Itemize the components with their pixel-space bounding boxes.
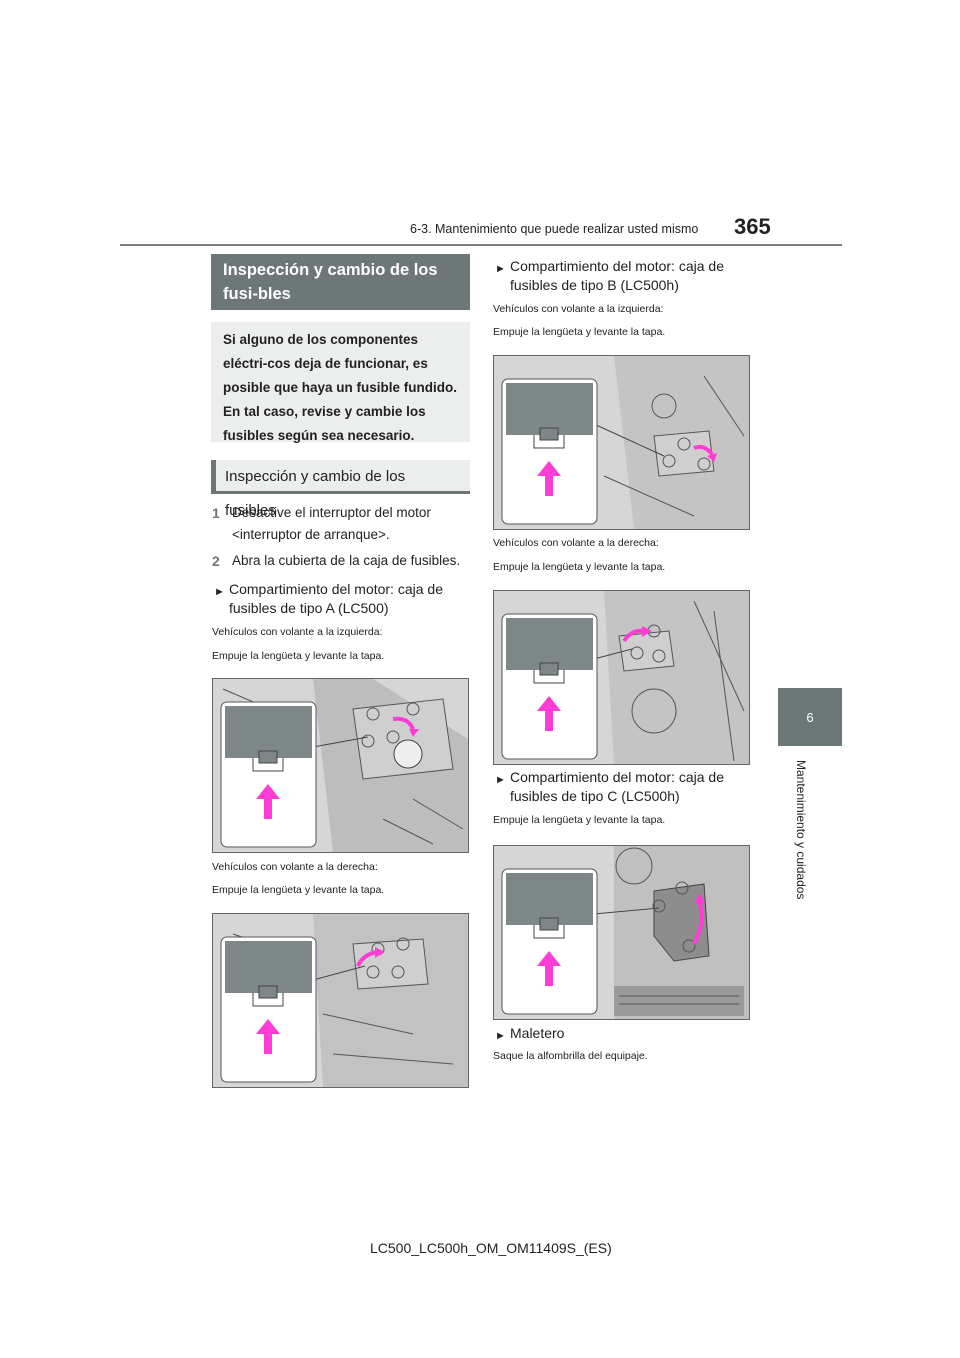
- step-2-number: 2: [212, 553, 220, 569]
- document-code: LC500_LC500h_OM_OM11409S_(ES): [370, 1240, 612, 1256]
- triangle-bullet-icon: ►: [495, 263, 506, 275]
- subheading-text: Inspección y cambio de los fusibles: [225, 468, 406, 519]
- page-number: 365: [734, 214, 771, 239]
- step-2: 2 Abra la cubierta de la caja de fusible…: [212, 550, 470, 572]
- bullet-type-c-text: Compartimiento del motor: caja de fusibl…: [510, 769, 724, 804]
- triangle-bullet-icon: ►: [495, 1030, 506, 1042]
- subheading: Inspección y cambio de los fusibles: [211, 460, 470, 519]
- chapter-label: Mantenimiento y cuidados: [794, 760, 808, 900]
- bullet-trunk: ► Maletero: [493, 1024, 751, 1043]
- intro-box: Si alguno de los componentes eléctri-cos…: [211, 322, 470, 443]
- main-heading: Inspección y cambio de los fusi-bles: [211, 254, 470, 310]
- push-text-a1: Empuje la lengüeta y levante la tapa.: [212, 650, 385, 662]
- engine-figure-a-lhd: [212, 678, 469, 853]
- push-text-b2: Empuje la lengüeta y levante la tapa.: [493, 561, 666, 573]
- rhd-label-a: Vehículos con volante a la derecha:: [212, 861, 378, 873]
- bullet-trunk-text: Maletero: [510, 1025, 565, 1041]
- trunk-text: Saque la alfombrilla del equipaje.: [493, 1050, 648, 1062]
- push-text-b1: Empuje la lengüeta y levante la tapa.: [493, 326, 666, 338]
- step-1: 1 Desactive el interruptor del motor <in…: [212, 502, 470, 546]
- engine-figure-a-rhd: [212, 913, 469, 1088]
- lhd-label-a: Vehículos con volante a la izquierda:: [212, 626, 383, 638]
- chapter-tab: 6: [778, 688, 842, 746]
- section-title: 6-3. Mantenimiento que puede realizar us…: [410, 222, 699, 236]
- engine-figure-b-rhd: [493, 590, 750, 765]
- bullet-type-a: ► Compartimiento del motor: caja de fusi…: [212, 580, 470, 618]
- bullet-type-c: ► Compartimiento del motor: caja de fusi…: [493, 768, 751, 806]
- engine-figure-b-lhd: [493, 355, 750, 530]
- subheading-bar: [211, 460, 216, 494]
- push-text-c: Empuje la lengüeta y levante la tapa.: [493, 814, 666, 826]
- step-1-text: Desactive el interruptor del motor <inte…: [232, 505, 431, 542]
- lhd-label-b: Vehículos con volante a la izquierda:: [493, 303, 664, 315]
- step-1-number: 1: [212, 505, 220, 521]
- step-2-text: Abra la cubierta de la caja de fusibles.: [232, 553, 461, 568]
- triangle-bullet-icon: ►: [495, 774, 506, 786]
- rhd-label-b: Vehículos con volante a la derecha:: [493, 537, 659, 549]
- header-rule: [120, 244, 842, 246]
- push-text-a2: Empuje la lengüeta y levante la tapa.: [212, 884, 385, 896]
- bullet-type-a-text: Compartimiento del motor: caja de fusibl…: [229, 581, 443, 616]
- bullet-type-b-text: Compartimiento del motor: caja de fusibl…: [510, 258, 724, 293]
- triangle-bullet-icon: ►: [214, 586, 225, 598]
- engine-figure-c: [493, 845, 750, 1020]
- bullet-type-b: ► Compartimiento del motor: caja de fusi…: [493, 257, 751, 295]
